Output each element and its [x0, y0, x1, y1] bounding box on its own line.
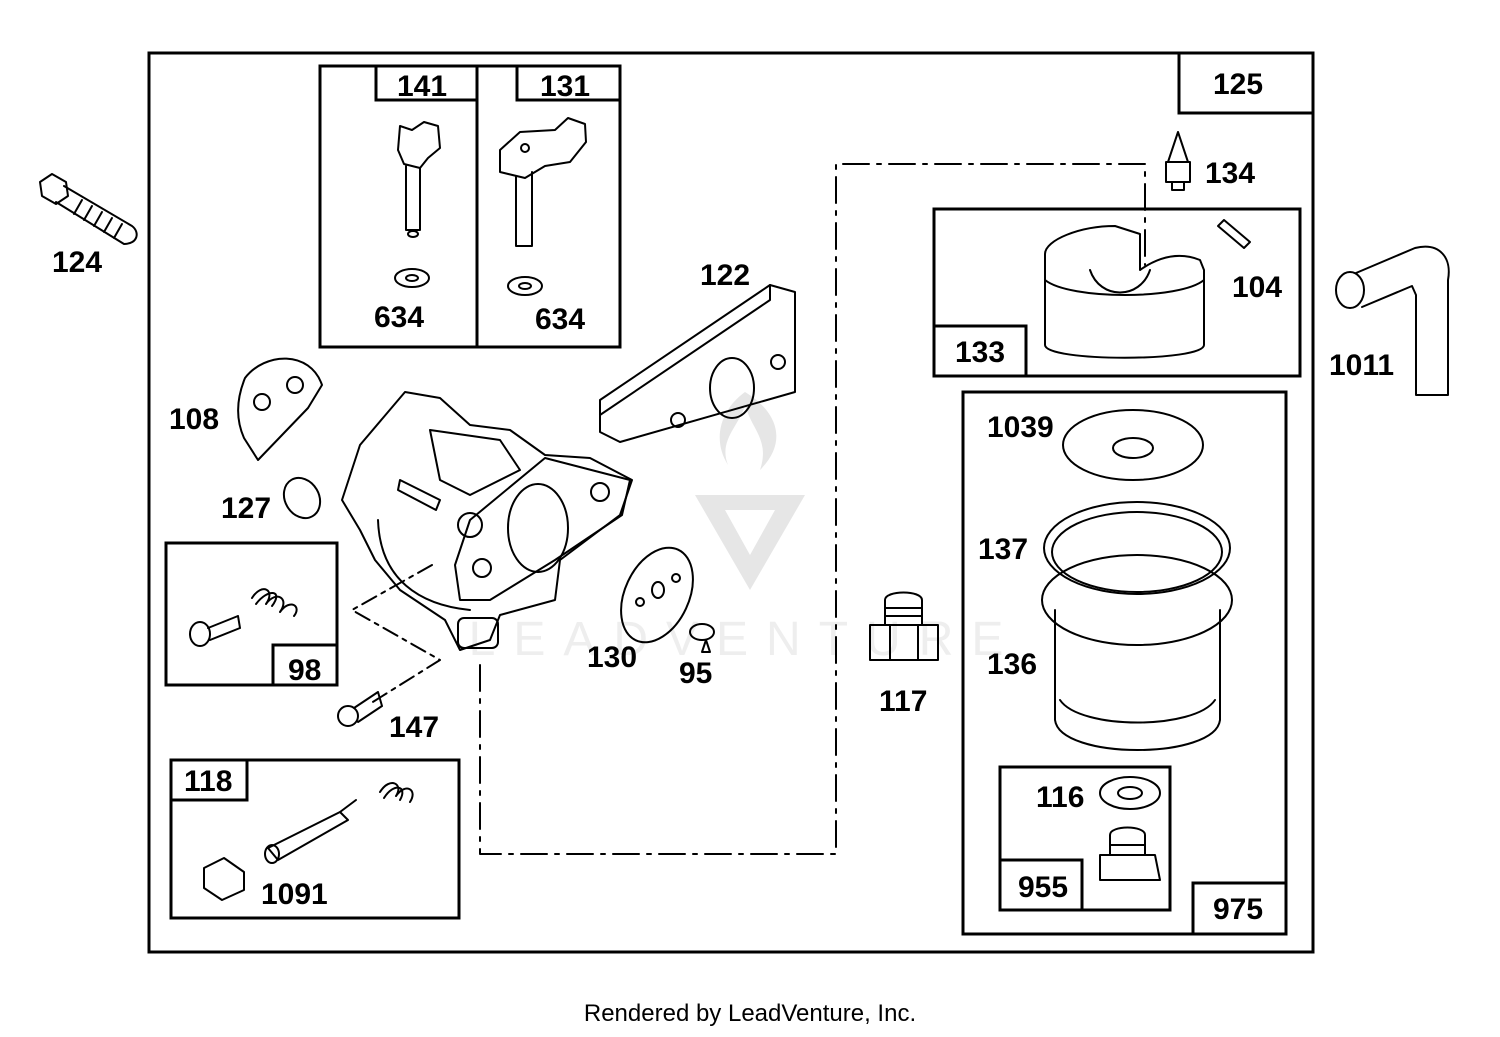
kit-955-box [998, 765, 1172, 912]
kit-98-box [164, 541, 339, 687]
callout-147: 147 [389, 711, 439, 744]
callout-122: 122 [700, 259, 750, 292]
kit-133-tab [932, 324, 1028, 378]
gasket-1039-part [1062, 409, 1204, 481]
float-133-part [1044, 225, 1205, 359]
diagram-frame [147, 51, 1315, 954]
kit-131-tab [515, 64, 622, 102]
callout-975: 975 [1213, 893, 1263, 926]
screw-95-part [689, 623, 715, 653]
watermark-logo: LEADVENTURE [469, 392, 1022, 666]
callout-131: 131 [540, 70, 590, 103]
callout-1091: 1091 [261, 878, 328, 911]
inlet-needle-134-part [1165, 131, 1191, 191]
screw-assembly-line [351, 564, 441, 706]
kit-975-tab [1191, 881, 1288, 936]
callout-634-right: 634 [535, 303, 585, 336]
callout-130: 130 [587, 641, 637, 674]
callout-1011: 1011 [1329, 349, 1394, 382]
callout-955: 955 [1018, 871, 1068, 904]
callout-134: 134 [1205, 157, 1255, 190]
credit-line: Rendered by LeadVenture, Inc. [583, 1000, 917, 1027]
callout-124: 124 [52, 246, 102, 279]
callout-634-left: 634 [374, 301, 424, 334]
callout-98: 98 [288, 654, 321, 687]
watermark-text: LEADVENTURE [469, 613, 1022, 666]
kit-98-tab [271, 643, 339, 687]
float-bowl-136-part [1041, 554, 1233, 751]
throttle-plate-130-part [620, 546, 694, 644]
kit-133-box [932, 207, 1302, 378]
callout-108: 108 [169, 403, 219, 436]
choke-shaft-141-part [394, 121, 441, 288]
ring-137-part [1043, 501, 1231, 595]
float-pin-104-part [1217, 219, 1251, 249]
kit-125-tab [1177, 51, 1315, 115]
callout-104: 104 [1232, 271, 1282, 304]
bowl-bolt-955-part [1099, 826, 1161, 881]
washer-116-part [1099, 776, 1161, 810]
assembly-line [479, 163, 1146, 855]
fitting-117-part [869, 591, 939, 661]
callout-117: 117 [879, 685, 927, 718]
kit-118-box [169, 758, 461, 920]
callout-127: 127 [221, 492, 271, 525]
kit-955-tab [998, 858, 1084, 912]
fuel-hose-1011-part [1335, 245, 1450, 396]
callout-136: 136 [987, 648, 1037, 681]
throttle-shaft-131-part [499, 117, 587, 296]
callout-1039: 1039 [987, 411, 1054, 444]
plug-127-part [282, 476, 322, 520]
callout-133: 133 [955, 336, 1005, 369]
callout-95: 95 [679, 657, 712, 690]
callout-116: 116 [1036, 781, 1084, 814]
callout-118: 118 [184, 765, 232, 798]
callout-141: 141 [397, 70, 447, 103]
idle-screw-98-part [189, 588, 298, 647]
callout-125: 125 [1213, 68, 1263, 101]
gasket-122-part [599, 284, 796, 443]
kit-118-tab [169, 758, 249, 802]
carburetor-body-part [341, 391, 633, 651]
kit-975-box [961, 390, 1288, 936]
bolt-124-part [39, 173, 138, 245]
screw-147-part [337, 691, 383, 727]
plate-108-part [237, 357, 323, 461]
needle-118-part [203, 782, 414, 901]
callout-137: 137 [978, 533, 1028, 566]
